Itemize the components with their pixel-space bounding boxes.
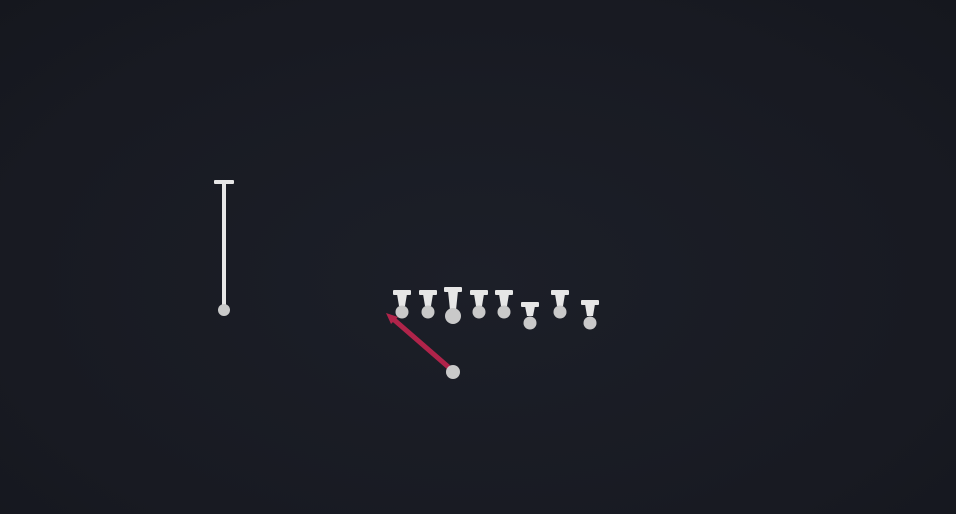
- pin-icon[interactable]: [521, 302, 539, 330]
- pin-icon[interactable]: [470, 290, 488, 319]
- pin-icon[interactable]: [419, 290, 437, 319]
- post-icon: [214, 180, 234, 316]
- aim-arrow-icon[interactable]: [386, 313, 456, 374]
- pin-icon[interactable]: [444, 287, 462, 324]
- pin-icon[interactable]: [393, 290, 411, 319]
- pin-icon[interactable]: [551, 290, 569, 319]
- ball-icon[interactable]: [446, 365, 460, 379]
- pins-group[interactable]: [393, 287, 599, 330]
- pin-icon[interactable]: [495, 290, 513, 319]
- pin-icon[interactable]: [581, 300, 599, 330]
